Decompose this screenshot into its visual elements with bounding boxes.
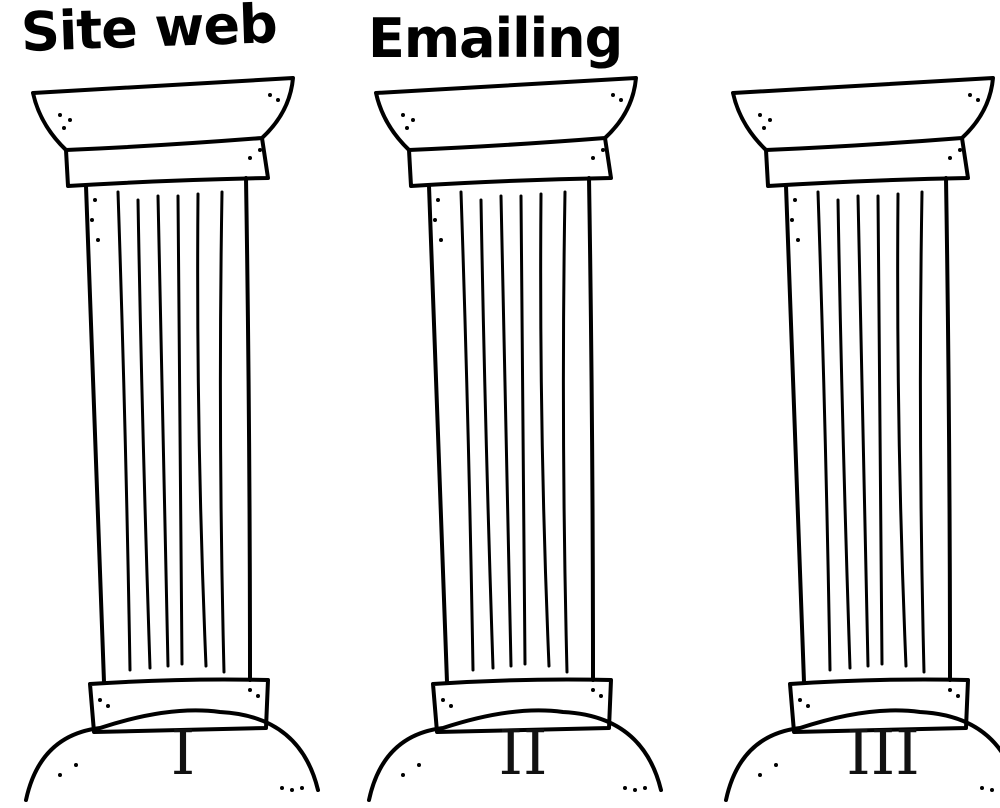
pillar-1-stipple-11: [256, 694, 260, 698]
pillar-3-stipple-3: [762, 126, 766, 130]
pillar-2-stipple-3: [405, 126, 409, 130]
pillar-2-stipple-1: [401, 113, 405, 117]
pillar-1-flute-5: [198, 194, 206, 666]
pillar-1-stipple-6: [258, 148, 262, 152]
pillar-1-flute-2: [138, 200, 150, 668]
pillar-2-stipple-9: [449, 704, 453, 708]
pillar-2-stipple-5: [619, 98, 623, 102]
pillar-1-stipple-10: [248, 688, 252, 692]
pillar-3-stipple-2: [768, 118, 772, 122]
pillar-2-flute-2: [481, 200, 493, 668]
pillar-1-stipple-13: [74, 763, 78, 767]
pillar-3-stipple-17: [793, 198, 797, 202]
pillar-2-stipple-13: [417, 763, 421, 767]
pillar-1-stipple-17: [93, 198, 97, 202]
pillar-2-stipple-14: [623, 786, 627, 790]
pillar-3-numeral: III: [803, 722, 963, 784]
pillar-3-flute-4: [878, 196, 882, 664]
pillar-2-numeral: II: [443, 722, 603, 784]
pillar-1-stipple-4: [268, 93, 272, 97]
pillar-2-stipple-2: [411, 118, 415, 122]
pillar-2-stipple-10: [591, 688, 595, 692]
pillar-1-flute-6: [220, 192, 224, 672]
pillar-1-flute-3: [158, 196, 168, 666]
pillar-2-stipple-15: [633, 788, 637, 792]
pillar-3-flute-3: [858, 196, 868, 666]
pillar-2-caption: Emailing: [368, 12, 622, 66]
pillar-3-stipple-11: [956, 694, 960, 698]
pillar-1-stipple-8: [98, 698, 102, 702]
pillar-3-stipple-18: [790, 218, 794, 222]
pillar-1-stipple-14: [280, 786, 284, 790]
pillar-1: [26, 78, 318, 800]
pillar-1-flute-4: [178, 196, 182, 664]
pillar-3-stipple-10: [948, 688, 952, 692]
pillar-2-stipple-8: [441, 698, 445, 702]
pillar-2-flute-4: [521, 196, 525, 664]
pillar-1-stipple-7: [248, 156, 252, 160]
pillar-2-flute-6: [563, 192, 567, 672]
pillar-3-flute-2: [838, 200, 850, 668]
pillar-3-stipple-9: [806, 704, 810, 708]
pillar-1-stipple-9: [106, 704, 110, 708]
pillar-2-flute-5: [541, 194, 549, 666]
pillar-3-stipple-13: [774, 763, 778, 767]
pillar-2-stipple-11: [599, 694, 603, 698]
pillar-2-stipple-7: [591, 156, 595, 160]
pillar-3-capital: [733, 78, 993, 150]
pillar-2: [369, 78, 661, 800]
pillar-3-flute-6: [920, 192, 924, 672]
pillar-1-stipple-12: [58, 773, 62, 777]
pillar-1-stipple-3: [62, 126, 66, 130]
pillar-1-stipple-19: [96, 238, 100, 242]
pillar-1-stipple-16: [300, 786, 304, 790]
pillar-1-capital: [33, 78, 293, 150]
pillar-2-flute-3: [501, 196, 511, 666]
pillar-1-flute-1: [118, 192, 130, 670]
pillar-1-stipple-18: [90, 218, 94, 222]
pillar-3-stipple-5: [976, 98, 980, 102]
pillar-1-stipple-2: [68, 118, 72, 122]
pillar-1-stipple-5: [276, 98, 280, 102]
pillar-3-stipple-15: [990, 788, 994, 792]
pillar-3-flute-5: [898, 194, 906, 666]
pillar-3-stipple-1: [758, 113, 762, 117]
pillar-2-stipple-19: [439, 238, 443, 242]
pillar-2-flute-1: [461, 192, 473, 670]
pillar-3: [726, 78, 1000, 800]
pillar-2-stipple-17: [436, 198, 440, 202]
pillar-1-caption: Site web: [20, 0, 278, 60]
pillar-3-flute-1: [818, 192, 830, 670]
pillar-3-stipple-12: [758, 773, 762, 777]
pillar-3-stipple-4: [968, 93, 972, 97]
pillar-2-stipple-18: [433, 218, 437, 222]
pillar-2-stipple-12: [401, 773, 405, 777]
pillar-2-stipple-16: [643, 786, 647, 790]
pillar-3-stipple-6: [958, 148, 962, 152]
pillar-1-stipple-15: [290, 788, 294, 792]
pillar-2-stipple-4: [611, 93, 615, 97]
pillar-3-stipple-19: [796, 238, 800, 242]
pillar-2-stipple-6: [601, 148, 605, 152]
pillar-2-capital: [376, 78, 636, 150]
pillar-1-numeral: I: [103, 722, 263, 784]
pillar-1-stipple-1: [58, 113, 62, 117]
pillar-3-stipple-8: [798, 698, 802, 702]
pillar-3-stipple-14: [980, 786, 984, 790]
pillar-3-stipple-7: [948, 156, 952, 160]
